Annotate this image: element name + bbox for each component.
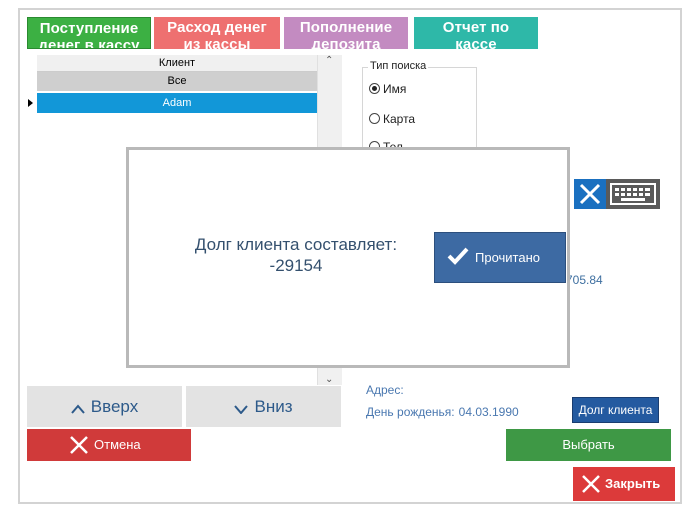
close-icon xyxy=(582,475,600,493)
acknowledge-label: Прочитано xyxy=(475,250,540,265)
tab-cash-out-line2: из кассы xyxy=(183,36,251,49)
close-icon xyxy=(579,183,601,205)
select-button[interactable]: Выбрать xyxy=(506,429,671,461)
row-indicator-icon xyxy=(28,99,33,107)
tab-cash-out[interactable]: Расход денег из кассы xyxy=(154,17,280,49)
tab-report[interactable]: Отчет по кассе xyxy=(414,17,538,49)
tab-cash-in-line2: денег в кассу xyxy=(38,37,140,49)
checkmark-icon xyxy=(447,247,469,265)
scroll-down-label: Вниз xyxy=(254,397,293,416)
radio-card-label: Карта xyxy=(383,112,416,126)
tab-cash-out-line1: Расход денег xyxy=(167,19,267,36)
scroll-up-button[interactable]: Вверх xyxy=(27,386,182,427)
radio-name[interactable]: Имя xyxy=(369,82,406,96)
search-type-group: Тип поиска Имя Карта Тел xyxy=(362,60,477,154)
chevron-up-icon xyxy=(71,404,85,414)
radio-empty-icon xyxy=(369,113,380,124)
search-type-legend: Тип поиска xyxy=(368,60,429,72)
address-label: Адрес: xyxy=(366,383,404,397)
cancel-label: Отмена xyxy=(94,437,141,452)
debt-amount: -29154 xyxy=(269,256,323,275)
cancel-button[interactable]: Отмена xyxy=(27,429,191,461)
birthday-value: 04.03.1990 xyxy=(458,405,519,419)
tab-cash-in[interactable]: Поступление денег в кассу xyxy=(27,17,151,49)
scroll-up-label: Вверх xyxy=(90,397,139,416)
clear-search-button[interactable] xyxy=(574,179,606,209)
tab-deposit-line2: депозита xyxy=(311,36,381,49)
debt-dialog: Долг клиента составляет: -29154 Прочитан… xyxy=(126,147,570,368)
tab-report-line1: Отчет по xyxy=(442,19,510,36)
acknowledge-button[interactable]: Прочитано xyxy=(434,232,566,283)
client-amount-fragment: 705.84 xyxy=(566,273,603,287)
chevron-down-icon xyxy=(234,405,249,414)
close-icon xyxy=(70,436,88,454)
scroll-down-button[interactable]: Вниз xyxy=(186,386,341,427)
client-debt-button[interactable]: Долг клиента xyxy=(572,397,659,423)
birthday-label: День рожденья: xyxy=(366,405,455,419)
close-button[interactable]: Закрыть xyxy=(573,467,675,501)
scroll-down-icon[interactable]: ⌄ xyxy=(325,374,334,385)
birthday-row: День рожденья:04.03.1990 xyxy=(366,405,519,419)
tab-deposit[interactable]: Пополнение депозита xyxy=(284,17,408,49)
debt-message-line1: Долг клиента составляет: xyxy=(194,235,398,254)
grid-row-all[interactable]: Все xyxy=(37,72,317,91)
tab-report-line2: кассе xyxy=(455,36,497,49)
scroll-up-icon[interactable]: ⌃ xyxy=(325,55,334,66)
close-label: Закрыть xyxy=(605,476,661,491)
debt-message: Долг клиента составляет: -29154 xyxy=(165,234,427,276)
keyboard-icon[interactable] xyxy=(610,183,656,205)
tab-cash-in-line1: Поступление xyxy=(39,20,139,37)
tab-deposit-line1: Пополнение xyxy=(299,19,393,36)
grid-header-client[interactable]: Клиент xyxy=(37,55,317,72)
radio-selected-icon xyxy=(369,83,380,94)
grid-row-selected[interactable]: Adam xyxy=(37,93,317,113)
radio-card[interactable]: Карта xyxy=(369,112,415,126)
radio-name-label: Имя xyxy=(383,82,407,96)
search-tools xyxy=(574,179,660,209)
